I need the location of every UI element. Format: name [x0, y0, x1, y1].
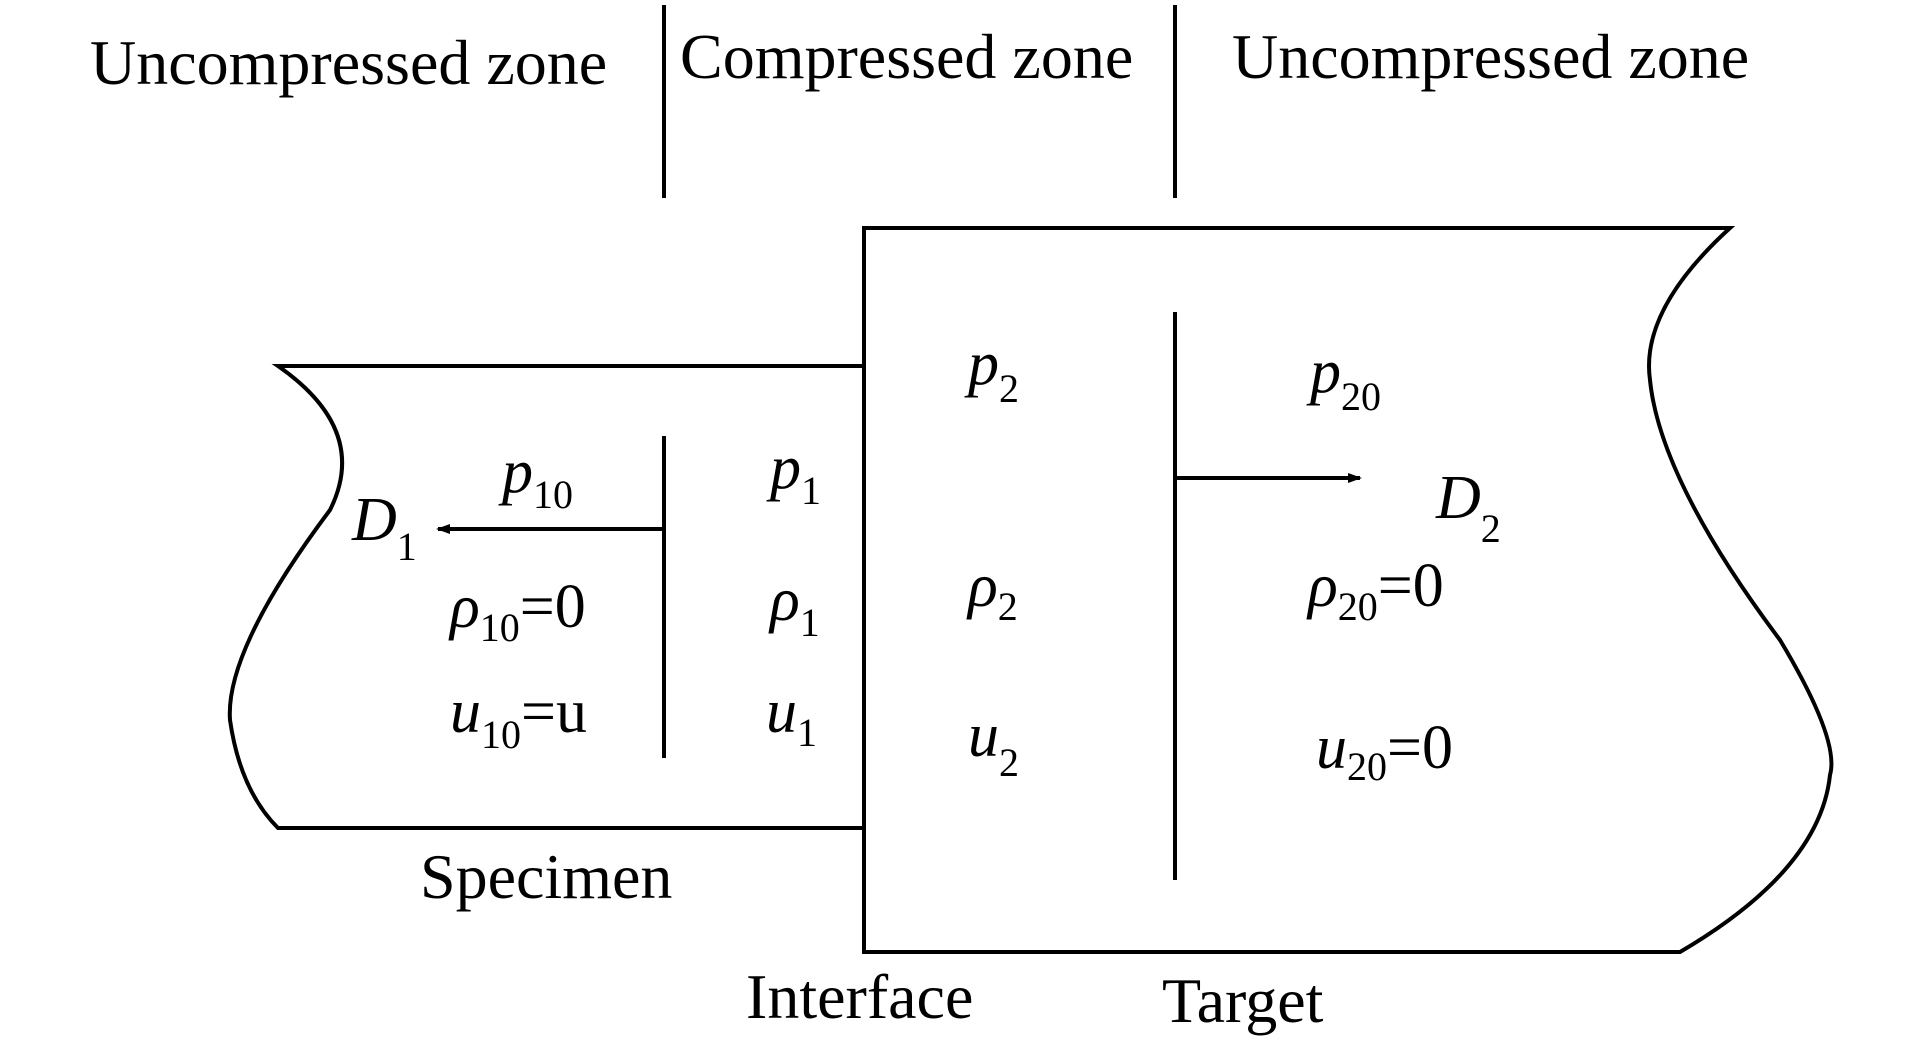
var-D2: D2 — [1435, 464, 1501, 551]
var-rho2: ρ2 — [966, 552, 1018, 629]
var-p10: p10 — [498, 438, 573, 517]
var-rho1: ρ1 — [768, 566, 820, 645]
target-outline — [862, 226, 1834, 954]
zone-label-middle: Compressed zone — [680, 21, 1133, 92]
var-rho20: ρ20=0 — [1306, 552, 1444, 629]
var-D1: D1 — [351, 486, 417, 569]
target-label: Target — [1162, 965, 1324, 1036]
specimen-label: Specimen — [420, 841, 672, 912]
zone-label-right: Uncompressed zone — [1232, 21, 1749, 92]
zone-label-left: Uncompressed zone — [90, 27, 607, 98]
var-u2: u2 — [968, 702, 1019, 785]
var-p1: p1 — [766, 434, 821, 513]
var-u1: u1 — [766, 678, 817, 755]
var-u20: u20=0 — [1316, 714, 1453, 789]
interface-label: Interface — [746, 961, 973, 1032]
specimen-outline — [227, 364, 864, 830]
var-rho10: ρ10=0 — [448, 573, 586, 650]
var-u10: u10=u — [450, 678, 587, 757]
var-p20: p20 — [1306, 338, 1381, 419]
var-p2: p2 — [964, 330, 1019, 411]
